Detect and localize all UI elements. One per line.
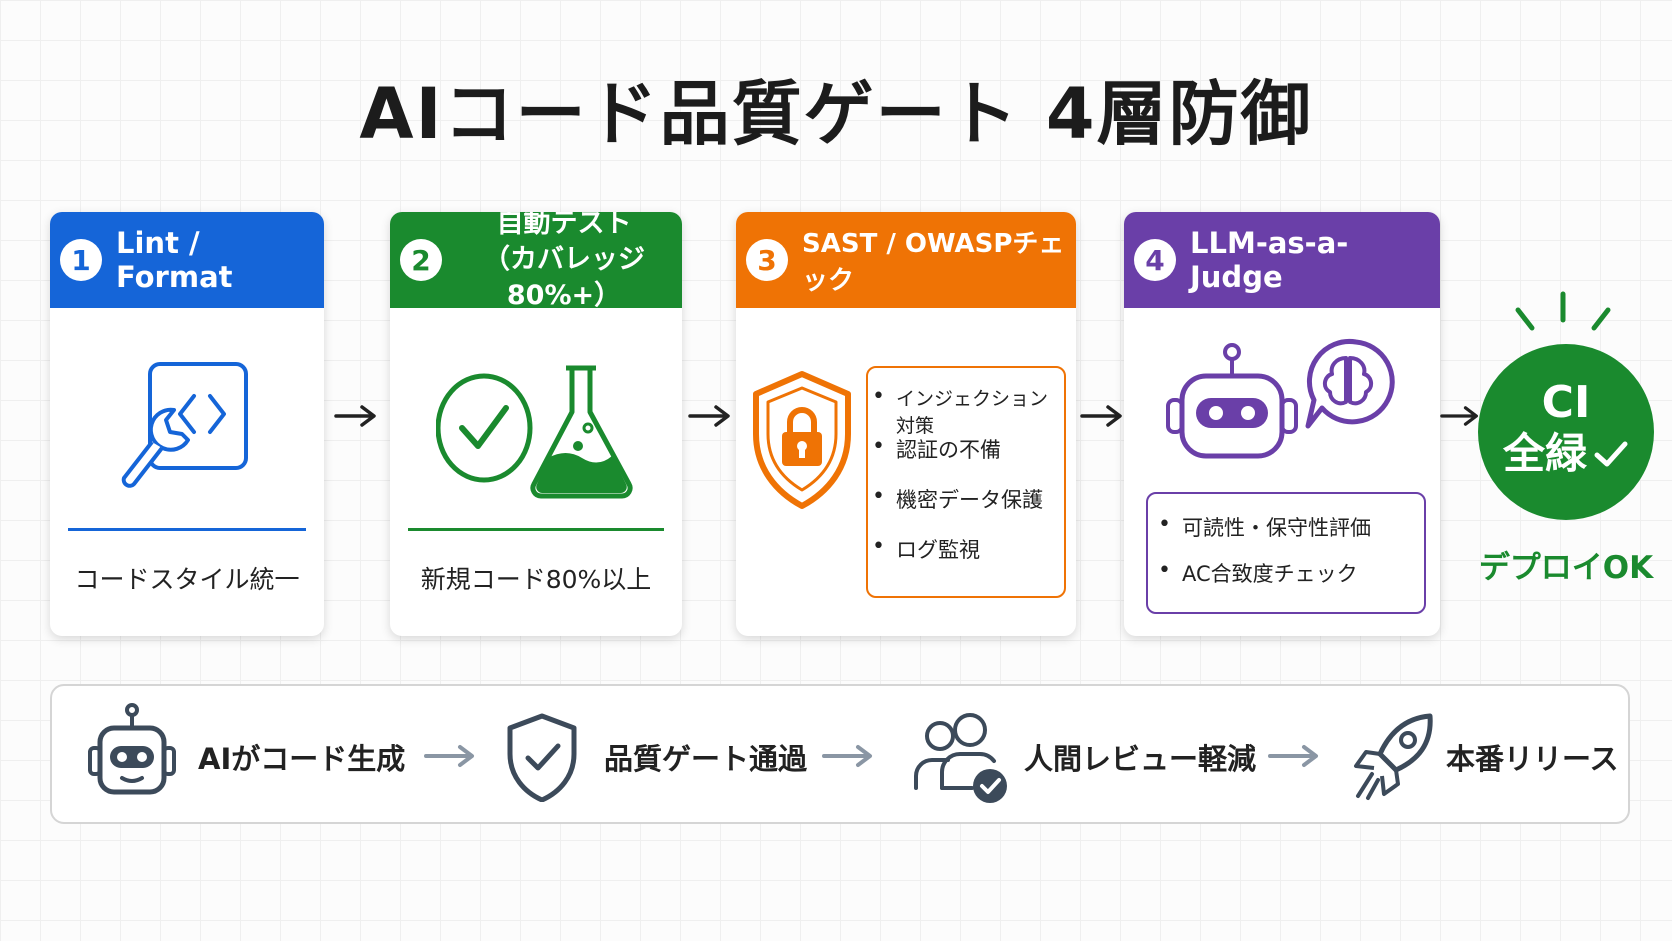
ci-label: CI: [1541, 377, 1591, 428]
layer-title: SAST / OWASPチェック: [802, 229, 1065, 296]
rocket-icon: [1354, 713, 1433, 800]
layer-header: 2 自動テスト （カバレッジ80%+）: [390, 212, 682, 311]
layer-title: Lint / Format: [116, 226, 233, 294]
ci-status-circle: CI 全緑: [1478, 344, 1654, 520]
arrow-right-icon: [1080, 405, 1122, 427]
layer-card-sast: 3 SAST / OWASPチェック インジェクション対策 認証の不備 機密デー…: [736, 212, 1076, 636]
arrow-right-icon: [424, 745, 474, 767]
layer-header: 3 SAST / OWASPチェック: [736, 212, 1076, 308]
users-check-icon: [914, 713, 1007, 803]
layer-caption: コードスタイル統一: [74, 565, 300, 594]
arrow-right-icon: [1268, 745, 1318, 767]
check-icon: [1594, 441, 1628, 467]
list-item: 機密データ保護: [868, 484, 1064, 534]
robot-brain-icon: [1162, 336, 1402, 476]
list-item: 認証の不備: [868, 434, 1064, 484]
deploy-ok-label: デプロイOK: [1478, 550, 1654, 586]
arrow-right-icon: [1440, 406, 1478, 426]
flow-step-label: 品質ゲート通過: [604, 742, 808, 776]
layer-title: 自動テスト: [496, 212, 632, 239]
burst-lines-icon: [1515, 291, 1611, 331]
code-wrench-icon: [110, 348, 260, 498]
layer-number-badge: 3: [746, 239, 788, 281]
list-item: 可読性・保守性評価: [1154, 512, 1424, 558]
arrow-right-icon: [688, 405, 730, 427]
arrow-right-icon: [822, 745, 872, 767]
list-item: インジェクション対策: [868, 384, 1064, 437]
layer-number-badge: 1: [60, 239, 102, 281]
check-flask-icon: [436, 362, 636, 502]
list-item: ログ監視: [868, 534, 1064, 584]
divider: [408, 528, 664, 531]
robot-icon: [88, 703, 176, 795]
risk-list: インジェクション対策 認証の不備 機密データ保護 ログ監視: [866, 366, 1066, 598]
layer-number-badge: 4: [1134, 239, 1176, 281]
list-item: AC合致度チェック: [1154, 558, 1424, 604]
layer-card-tests: 2 自動テスト （カバレッジ80%+） 新規コード80%以上: [390, 212, 682, 636]
page-title: AIコード品質ゲート 4層防御: [359, 73, 1313, 155]
criteria-list: 可読性・保守性評価 AC合致度チェック: [1146, 492, 1426, 614]
layer-card-lint: 1 Lint / Format コードスタイル統一: [50, 212, 324, 636]
layer-subtitle: （カバレッジ80%+）: [483, 244, 645, 311]
flow-step-label: AIがコード生成: [198, 742, 406, 776]
layer-caption: 新規コード80%以上: [420, 565, 652, 594]
divider: [68, 528, 306, 531]
ci-status-text: 全緑: [1502, 429, 1587, 478]
arrow-right-icon: [334, 405, 376, 427]
layer-header: 4 LLM-as-a-Judge: [1124, 212, 1440, 308]
shield-check-icon: [507, 713, 577, 802]
flow-step-label: 人間レビュー軽減: [1024, 742, 1257, 776]
flow-step-label: 本番リリース: [1446, 742, 1619, 776]
layer-title: LLM-as-a-Judge: [1190, 226, 1349, 294]
shield-lock-icon: [750, 370, 854, 510]
layer-card-llm-judge: 4 LLM-as-a-Judge 可読性・保守性評価 AC合致度チェック: [1124, 212, 1440, 636]
layer-header: 1 Lint / Format: [50, 212, 324, 308]
layer-number-badge: 2: [400, 239, 442, 281]
